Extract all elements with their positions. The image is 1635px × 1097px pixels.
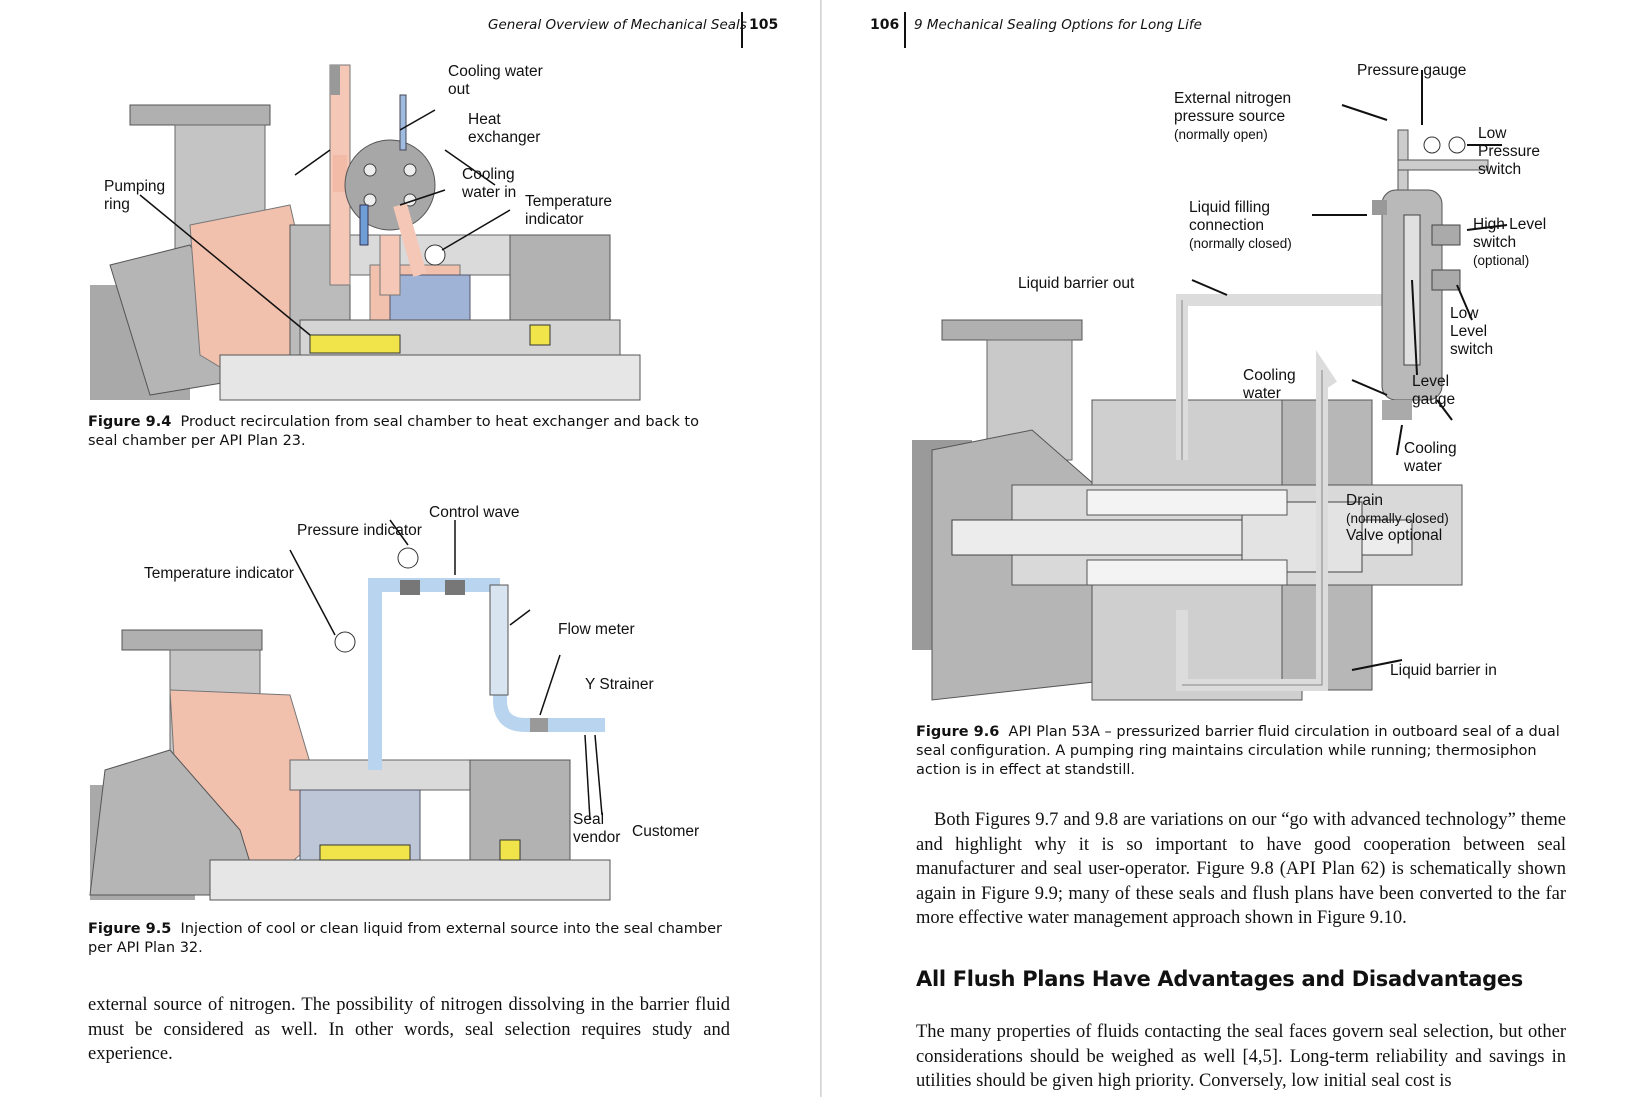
label-cooling-water-in: Cooling water in <box>462 166 517 201</box>
label-valve-optional: Valve optional <box>1346 527 1443 544</box>
label-pressure-gauge: Pressure gauge <box>1357 62 1467 79</box>
label-high-level-switch: High Level switch <box>1473 216 1547 251</box>
label-heat-exchanger: Heat exchanger <box>468 111 541 146</box>
label-flow-meter: Flow meter <box>558 621 635 638</box>
label-temperature-indicator-2: Temperature indicator <box>144 565 294 582</box>
left-page-number: 105 <box>749 17 778 33</box>
label-control-wave: Control wave <box>429 504 520 521</box>
label-pumping-ring: Pumping ring <box>104 178 166 213</box>
running-head-title: 9 Mechanical Sealing Options for Long Li… <box>914 17 1202 33</box>
label-temperature-indicator: Temperature indicator <box>525 193 613 228</box>
label-pressure-indicator: Pressure indicator <box>297 522 422 539</box>
page-number: 105 <box>749 17 779 33</box>
figure-9-6-caption-text: API Plan 53A – pressurized barrier fluid… <box>916 724 1560 778</box>
right-body-paragraph-1: Both Figures 9.7 and 9.8 are variations … <box>916 810 1566 928</box>
left-running-head: General Overview of Mechanical Seals <box>488 17 747 33</box>
page-number: 106 <box>870 17 900 33</box>
label-low-pressure-switch: Low Pressure switch <box>1478 125 1541 178</box>
figure-9-5-caption: Figure 9.5 Injection of cool or clean li… <box>88 920 728 958</box>
figure-9-4-caption-label: Figure 9.4 <box>88 414 172 430</box>
right-page: 106 9 Mechanical Sealing Options for Lon… <box>822 0 1635 1097</box>
figure-9-6-caption: Figure 9.6 API Plan 53A – pressurized ba… <box>916 723 1566 780</box>
label-external-nitrogen-note: (normally open) <box>1174 127 1268 142</box>
right-page-number: 106 <box>870 17 899 33</box>
figure-9-4-diagram <box>90 64 641 401</box>
label-liquid-filling-note: (normally closed) <box>1189 236 1292 251</box>
label-drain: Drain <box>1346 492 1384 509</box>
label-seal-vendor: Seal vendor <box>573 811 621 846</box>
label-liquid-barrier-out: Liquid barrier out <box>1018 275 1135 292</box>
label-y-strainer: Y Strainer <box>585 676 654 693</box>
label-high-level-note: (optional) <box>1473 253 1530 268</box>
label-cooling-water-out: Cooling water out <box>448 63 543 98</box>
running-head-title: General Overview of Mechanical Seals <box>488 17 747 33</box>
figure-9-4-caption-text: Product recirculation from seal chamber … <box>88 414 699 449</box>
figure-9-4-caption: Figure 9.4 Product recirculation from se… <box>88 413 728 451</box>
label-cooling-water-2: Cooling water <box>1404 440 1457 475</box>
label-cooling-water-1: Cooling water <box>1243 367 1296 402</box>
right-body-paragraph-2: The many properties of fluids contacting… <box>916 1022 1566 1091</box>
label-drain-note: (normally closed) <box>1346 511 1449 526</box>
book-gutter <box>818 0 822 1097</box>
running-head-divider <box>904 12 906 48</box>
section-heading: All Flush Plans Have Advantages and Disa… <box>916 967 1524 991</box>
right-running-head: 9 Mechanical Sealing Options for Long Li… <box>914 17 1202 33</box>
figure-9-5-diagram <box>89 519 611 901</box>
label-low-level-switch: Low Level switch <box>1450 305 1494 358</box>
label-level-gauge: Level gauge <box>1412 373 1456 408</box>
figure-9-6-caption-label: Figure 9.6 <box>916 724 1000 740</box>
left-page: General Overview of Mechanical Seals 105 <box>88 12 779 1064</box>
running-head-divider <box>741 12 743 48</box>
figure-9-6-diagram <box>912 70 1508 701</box>
label-liquid-filling: Liquid filling connection <box>1189 199 1270 234</box>
figure-9-5-caption-label: Figure 9.5 <box>88 921 172 937</box>
label-liquid-barrier-in: Liquid barrier in <box>1390 662 1497 679</box>
label-external-nitrogen: External nitrogen pressure source <box>1174 90 1292 125</box>
left-body-paragraph: external source of nitrogen. The possibi… <box>88 995 730 1064</box>
label-customer: Customer <box>632 823 700 840</box>
figure-9-5-caption-text: Injection of cool or clean liquid from e… <box>88 921 723 956</box>
